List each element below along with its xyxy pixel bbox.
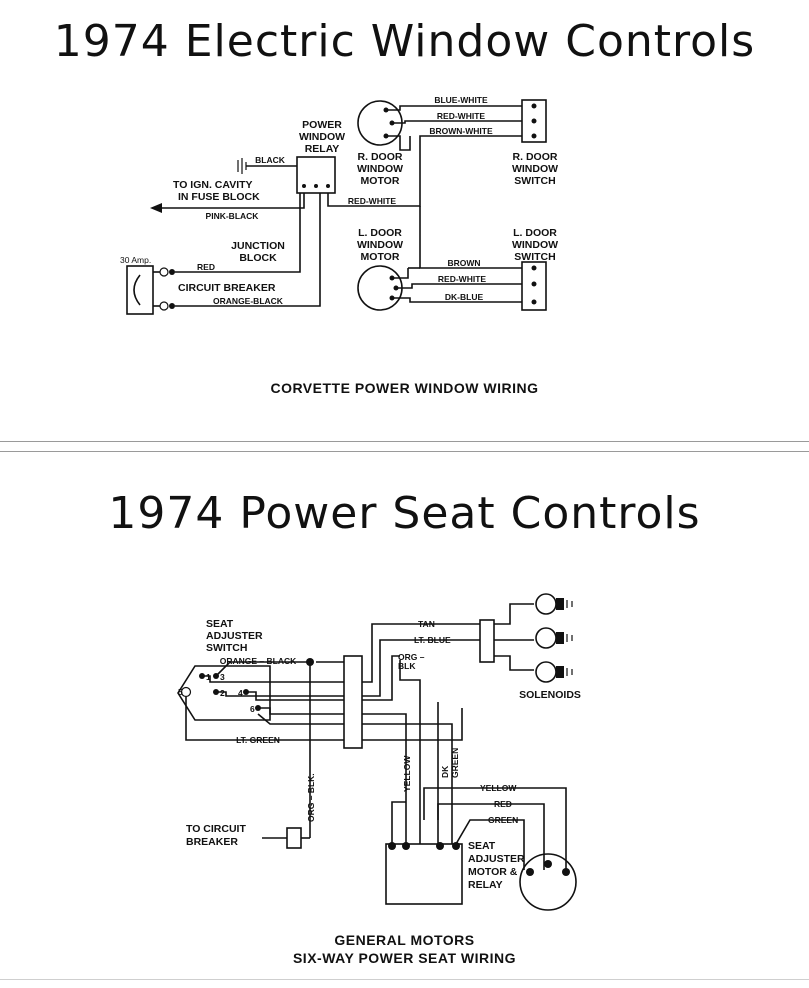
wire-label-orange-black: ORANGE-BLACK	[213, 296, 284, 306]
solenoid	[535, 627, 573, 649]
seat-switch-label: SWITCH	[206, 642, 247, 654]
power-window-relay	[296, 156, 336, 194]
pink-black-wire	[150, 193, 305, 213]
wire-label-brown-white: BROWN-WHITE	[429, 126, 493, 136]
seat-wiring-caption: SIX-WAY POWER SEAT WIRING	[292, 950, 517, 966]
wire-label-red: RED	[197, 262, 215, 272]
ign-label: TO IGN. CAVITY	[173, 179, 253, 191]
motor-label: ADJUSTER	[468, 853, 525, 865]
pin-label: 4	[238, 688, 243, 698]
pin-label: 6	[250, 704, 255, 714]
relay-label: RELAY	[305, 143, 340, 155]
left-door-switch	[521, 261, 547, 311]
breaker-terminal	[169, 269, 175, 275]
left-door-motor-label: MOTOR	[361, 251, 400, 263]
right-door-switch	[521, 99, 547, 143]
ground-symbol	[237, 158, 297, 174]
seat-wiring-caption: GENERAL MOTORS	[334, 932, 475, 948]
seat-controls-title: 1974 Power Seat Controls	[108, 488, 701, 539]
seat-switch-label: ADJUSTER	[206, 630, 263, 642]
wire-label-green: GREEN	[450, 748, 460, 778]
relay-terminal	[314, 184, 318, 188]
wire-label-red-white: RED-WHITE	[438, 274, 486, 284]
right-door-motor-label: WINDOW	[357, 163, 403, 175]
wire-label-dk-blue: DK-BLUE	[445, 292, 484, 302]
relay-terminal	[326, 184, 330, 188]
seat-switch-label: SEAT	[206, 618, 234, 630]
solenoid	[535, 661, 573, 683]
left-door-switch-label: WINDOW	[512, 239, 558, 251]
orange-black-wire	[175, 193, 321, 307]
right-door-motor-label: MOTOR	[361, 175, 400, 187]
breaker-terminal	[159, 267, 169, 277]
circuit-breaker-connector	[286, 827, 302, 849]
left-door-switch-label: L. DOOR	[513, 227, 557, 239]
motor-label: RELAY	[468, 879, 503, 891]
circuit-breaker	[126, 265, 154, 315]
wire-label-lt-blue: LT. BLUE	[414, 635, 451, 645]
pin-label: 2	[220, 688, 225, 698]
right-door-switch-label: R. DOOR	[513, 151, 558, 163]
solenoids-label: SOLENOIDS	[519, 689, 581, 701]
right-door-switch-label: WINDOW	[512, 163, 558, 175]
wire-label-red-white: RED-WHITE	[348, 196, 396, 206]
wire-label-red-white: RED-WHITE	[437, 111, 485, 121]
wire-label-brown: BROWN	[447, 258, 480, 268]
circuit-breaker-label: TO CIRCUIT	[186, 823, 246, 835]
left-door-motor-label: WINDOW	[357, 239, 403, 251]
wire-label-dk: DK	[440, 765, 450, 778]
seat-connector	[343, 655, 363, 749]
pin-label: 1	[206, 672, 211, 682]
wire-label-blk: BLK	[398, 661, 416, 671]
motor-label: MOTOR &	[468, 866, 518, 878]
relay-terminal	[302, 184, 306, 188]
junction-block-label: JUNCTION	[231, 240, 285, 252]
wire-label-org: ORG –	[398, 652, 425, 662]
wire-label-orange-black: ORANGE – BLACK	[220, 656, 297, 666]
wire-label-blue-white: BLUE-WHITE	[434, 95, 488, 105]
seat-motor	[519, 853, 577, 911]
left-door-switch-label: SWITCH	[514, 251, 555, 263]
wire-label-tan: TAN	[418, 619, 435, 629]
wire-label-lt-green: LT. GREEN	[236, 735, 280, 745]
wire-label-black: BLACK	[255, 155, 286, 165]
ign-label: IN FUSE BLOCK	[178, 191, 260, 203]
wire-label-pink-black: PINK-BLACK	[206, 211, 260, 221]
pin-label: 3	[220, 672, 225, 682]
right-door-motor-label: R. DOOR	[358, 151, 403, 163]
circuit-breaker-label: BREAKER	[186, 836, 238, 848]
seat-adjuster-switch	[177, 665, 271, 721]
relay-label: POWER	[302, 119, 342, 131]
relay-label: WINDOW	[299, 131, 345, 143]
red-wire	[175, 193, 301, 273]
page-bottom-divider	[0, 979, 809, 980]
solenoid	[535, 593, 573, 615]
window-controls-title: 1974 Electric Window Controls	[53, 16, 756, 67]
motor-label: SEAT	[468, 840, 496, 852]
junction-block-label: BLOCK	[239, 252, 277, 264]
solenoid-connector	[479, 619, 495, 663]
window-wiring-diagram: POWER WINDOW RELAY R. DOOR WINDOW MOTOR …	[120, 95, 558, 315]
section-divider	[0, 451, 809, 452]
window-wiring-caption: CORVETTE POWER WINDOW WIRING	[270, 380, 539, 396]
seat-adjuster-motor	[385, 843, 463, 905]
wire-label-org-blk: ORG – BLK.	[306, 773, 316, 822]
breaker-terminal	[159, 301, 169, 311]
wire-label-red: RED	[494, 799, 512, 809]
pin-label: 5	[178, 687, 183, 697]
section-divider	[0, 441, 809, 442]
breaker-terminal	[169, 303, 175, 309]
right-door-switch-label: SWITCH	[514, 175, 555, 187]
circuit-breaker-symbol	[133, 274, 141, 306]
circuit-breaker-label: CIRCUIT BREAKER	[178, 282, 276, 294]
wire-label-yellow: YELLOW	[480, 783, 517, 793]
wire-label-green: GREEN	[488, 815, 518, 825]
wire-label-yellow: YELLOW	[402, 755, 412, 792]
amp-label: 30 Amp.	[120, 255, 151, 265]
left-door-motor-label: L. DOOR	[358, 227, 402, 239]
